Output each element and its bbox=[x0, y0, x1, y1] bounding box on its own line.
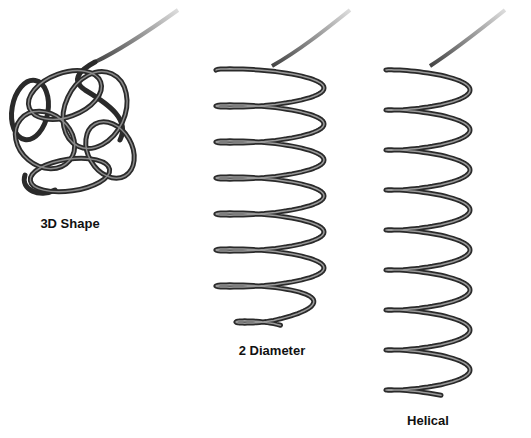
coil-label: Helical bbox=[405, 413, 451, 428]
coil-label: 3D Shape bbox=[38, 216, 101, 231]
coil-label: 2 Diameter bbox=[237, 343, 307, 358]
delivery-wire bbox=[272, 10, 350, 66]
two-diameter-coil bbox=[216, 69, 324, 325]
3d-coil bbox=[4, 61, 144, 196]
coil-winding bbox=[216, 69, 324, 325]
delivery-wire bbox=[95, 10, 178, 62]
helical-coil bbox=[386, 70, 470, 396]
coil-winding bbox=[386, 70, 470, 396]
delivery-wire bbox=[430, 10, 505, 66]
coil-winding bbox=[216, 69, 324, 325]
coil-winding bbox=[386, 70, 470, 396]
